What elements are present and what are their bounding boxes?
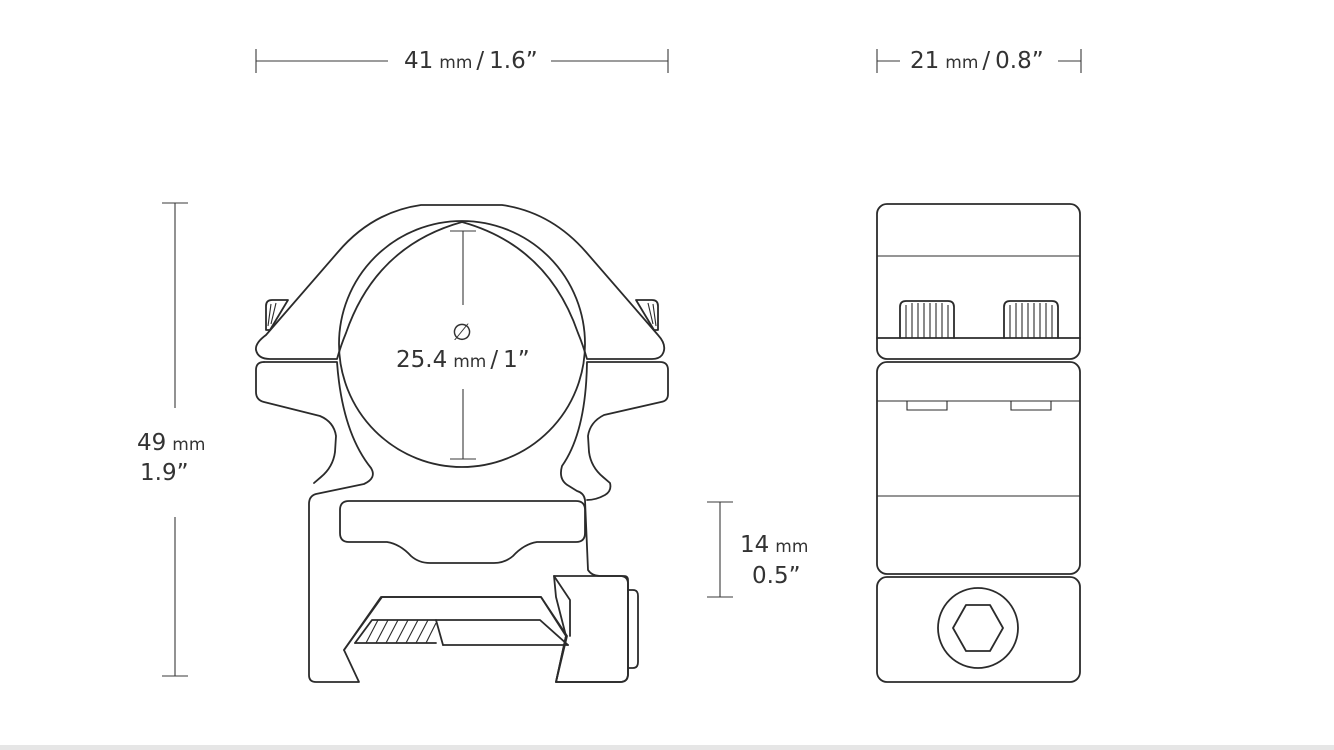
side-screw-left	[899, 300, 955, 339]
center-height-imperial-label: 0.5”	[752, 563, 801, 589]
thread-hatching	[365, 619, 437, 644]
height-imperial-label: 1.9”	[140, 460, 189, 486]
diameter-symbol: ∅	[452, 320, 472, 346]
bottom-divider	[0, 745, 1334, 750]
side-view	[876, 203, 1081, 683]
side-screw-right	[1003, 300, 1059, 339]
